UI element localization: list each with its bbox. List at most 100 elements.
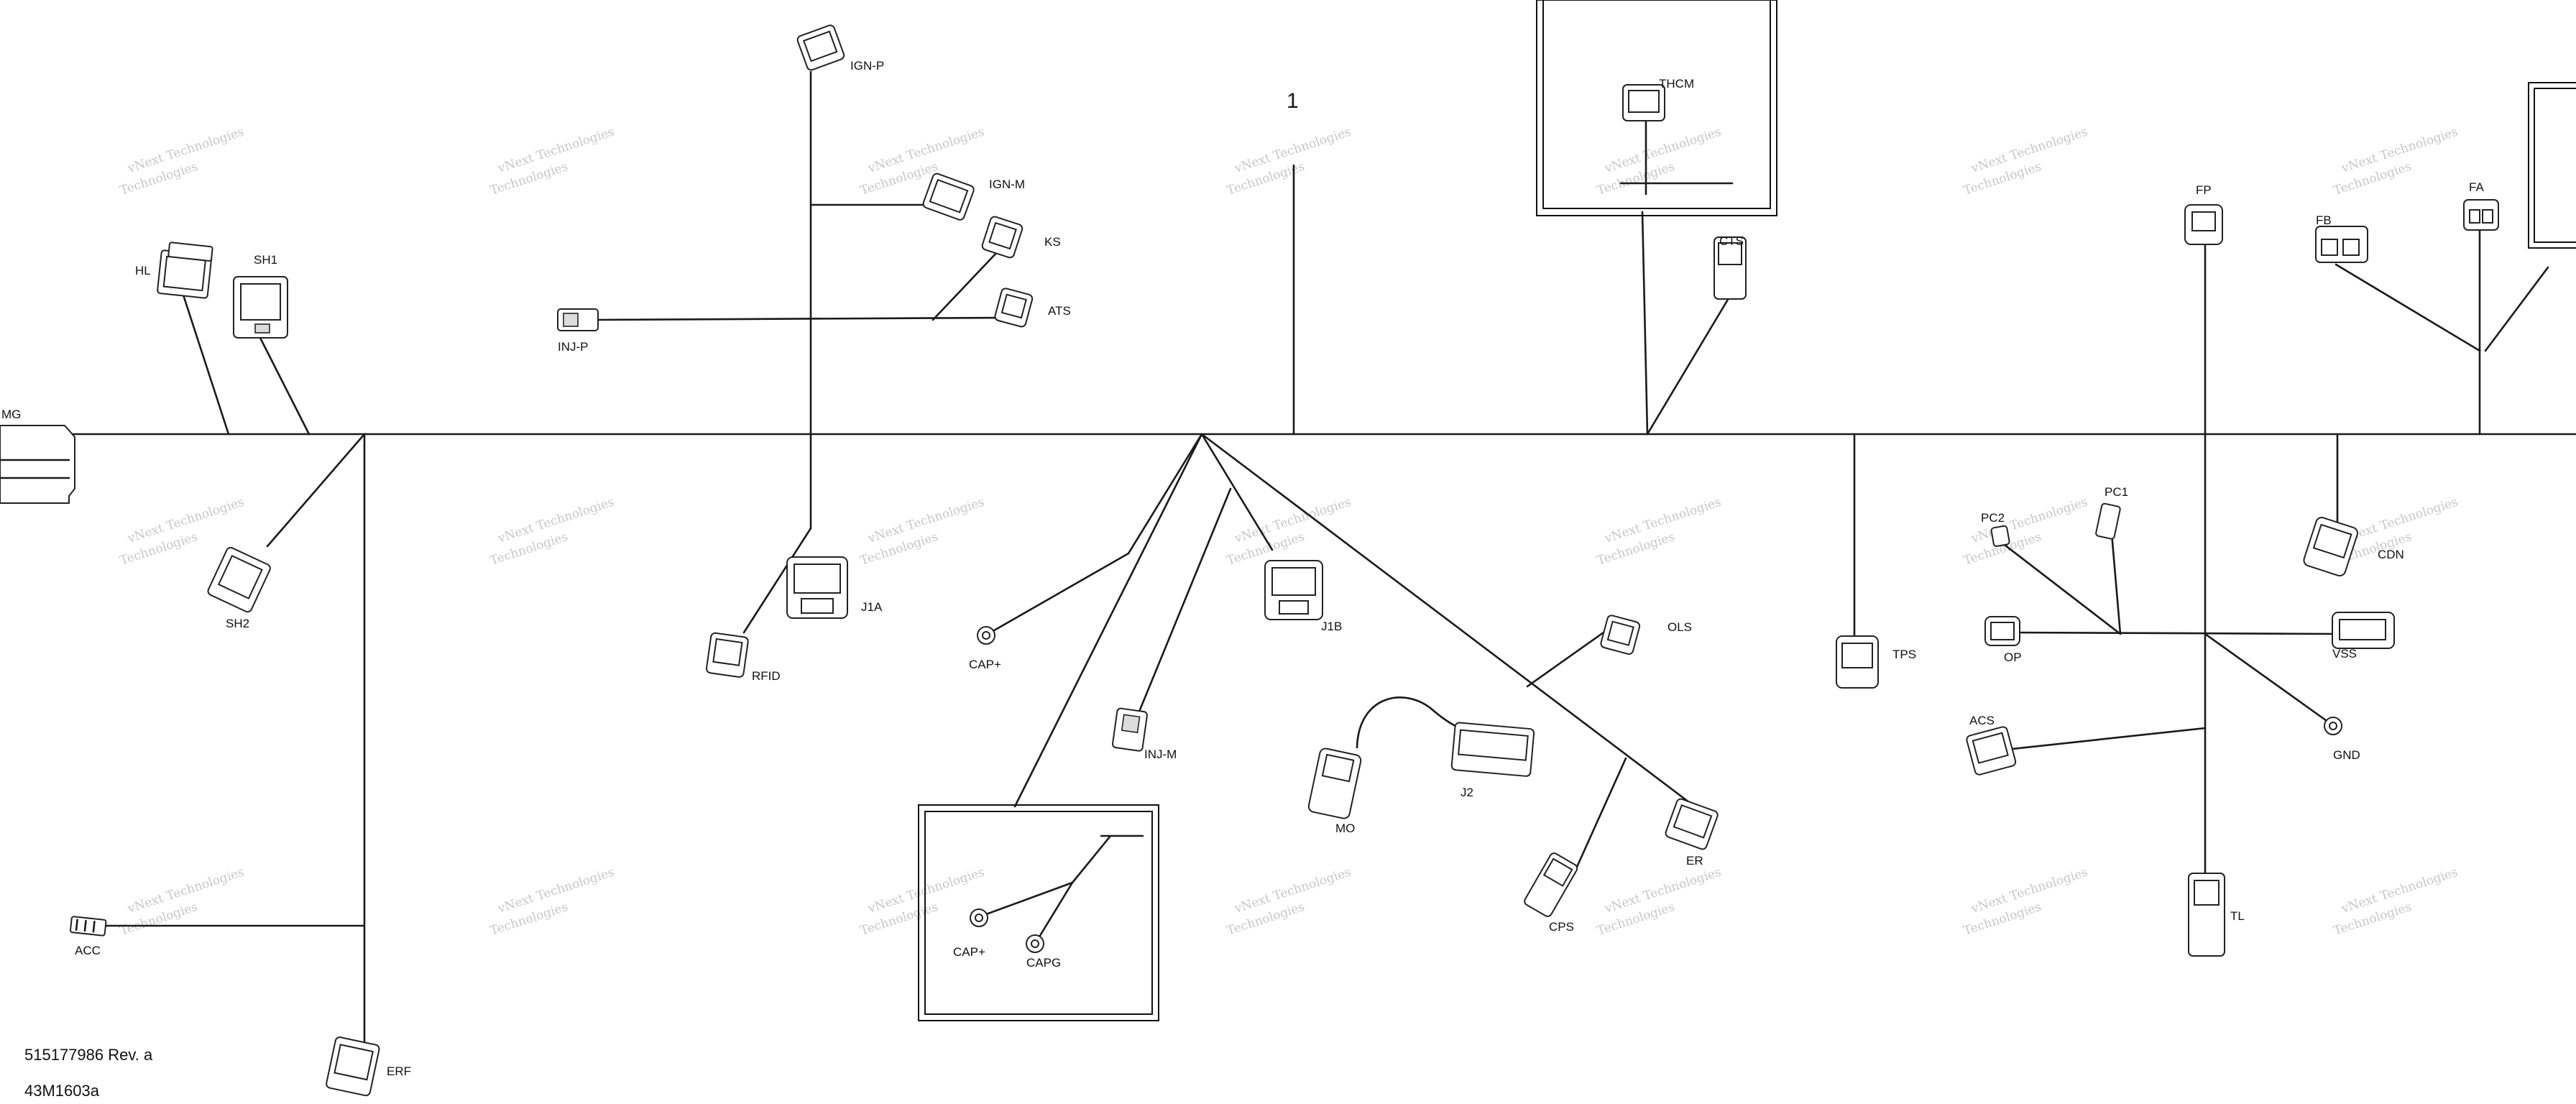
hl-connector bbox=[157, 242, 213, 299]
fa-connector-pin bbox=[2469, 209, 2480, 224]
cap-box-wire bbox=[1071, 834, 1112, 884]
capg-box-wire bbox=[1013, 433, 1203, 808]
gnd-branch-wire bbox=[2204, 632, 2330, 724]
thcm-box-inner bbox=[1542, 0, 1771, 209]
label-gnd: GND bbox=[2333, 748, 2360, 762]
label-ks: KS bbox=[1044, 235, 1061, 249]
inj-p-connector bbox=[557, 308, 599, 331]
pc1-connector bbox=[2095, 502, 2121, 540]
acc-connector bbox=[69, 916, 107, 937]
thcm-connector-face bbox=[1628, 90, 1660, 113]
j1b-connector-face bbox=[1271, 567, 1316, 596]
fb-connector bbox=[2315, 226, 2368, 263]
connectors bbox=[0, 24, 2499, 1097]
erf-connector-face bbox=[334, 1044, 374, 1081]
sh1-connector bbox=[233, 276, 288, 339]
sh1-connector-tab bbox=[254, 323, 270, 334]
mo-connector bbox=[1307, 748, 1362, 819]
cps-connector-face bbox=[1542, 857, 1573, 887]
cap-box-inner bbox=[924, 811, 1153, 1015]
sh2-connector bbox=[207, 546, 271, 613]
cts-connector-face bbox=[1718, 242, 1742, 265]
fp-connector bbox=[2184, 204, 2223, 245]
cap-detail-box bbox=[918, 804, 1159, 1021]
j2-connector-face bbox=[1458, 729, 1529, 761]
watermark: vNext Technologies Technologies bbox=[488, 125, 616, 198]
rfid-connector bbox=[705, 632, 749, 678]
label-ign-m: IGN-M bbox=[989, 178, 1025, 191]
callout-1: 1 bbox=[1287, 89, 1299, 113]
label-cap-plus-box: CAP+ bbox=[953, 945, 985, 959]
ign-p-connector bbox=[796, 24, 845, 71]
right-partial-box bbox=[2528, 82, 2576, 249]
sh2-branch-wire bbox=[266, 433, 366, 548]
acs-connector bbox=[1966, 726, 2017, 776]
tps-connector-face bbox=[1841, 643, 1873, 668]
ign-p-connector-face bbox=[802, 30, 838, 63]
label-sh2: SH2 bbox=[226, 617, 249, 630]
watermark: vNext Technologies Technologies bbox=[1961, 125, 2089, 198]
label-cap-plus: CAP+ bbox=[969, 658, 1001, 671]
right-offpage-wire bbox=[2484, 266, 2549, 352]
pc2-connector-body bbox=[1990, 525, 2010, 547]
fp-connector-face bbox=[2191, 211, 2216, 231]
watermark: vNext Technologies Technologies bbox=[1595, 125, 1723, 198]
cts-connector bbox=[1714, 236, 1747, 300]
label-inj-m: INJ-M bbox=[1144, 748, 1177, 761]
er-branch-wire bbox=[1200, 433, 1708, 817]
watermark: vNext Technologies Technologies bbox=[858, 495, 986, 569]
rfid-connector-face bbox=[712, 638, 743, 666]
watermark: vNext Technologies Technologies bbox=[488, 865, 616, 939]
ign-m-connector-face bbox=[929, 178, 969, 213]
pc1-connector-body bbox=[2095, 502, 2121, 540]
cps-connector-body bbox=[1524, 852, 1578, 917]
j1a-connector-tab bbox=[801, 598, 834, 614]
label-j1b: J1B bbox=[1321, 620, 1342, 633]
label-ign-p: IGN-P bbox=[850, 59, 884, 73]
inj-p-connector-tab bbox=[563, 313, 579, 327]
cap-box-wire-2 bbox=[985, 881, 1074, 916]
label-acc: ACC bbox=[75, 944, 101, 957]
label-fb: FB bbox=[2316, 213, 2332, 227]
j1a-connector bbox=[786, 556, 848, 619]
ats-connector bbox=[994, 288, 1034, 328]
j1b-branch-wire bbox=[1200, 433, 1274, 551]
er-connector-face bbox=[1673, 804, 1713, 839]
cps-connector bbox=[1524, 852, 1578, 917]
label-cps: CPS bbox=[1549, 920, 1574, 934]
fb-connector-pin bbox=[2321, 239, 2338, 256]
vss-connector bbox=[2332, 612, 2395, 649]
watermark: vNext Technologies Technologies bbox=[2332, 865, 2460, 939]
acs-branch-wire bbox=[2004, 727, 2207, 751]
mo-j2-loop-wire bbox=[1356, 696, 1457, 749]
cps-branch-wire bbox=[1573, 757, 1627, 875]
label-pc2: PC2 bbox=[1981, 511, 2005, 525]
right-box-outer bbox=[2528, 82, 2576, 249]
mg-connector-body bbox=[0, 425, 75, 504]
label-tl: TL bbox=[2230, 909, 2245, 923]
sh2-connector-face bbox=[217, 554, 263, 599]
watermark: vNext Technologies Technologies bbox=[488, 495, 616, 569]
er-connector bbox=[1665, 798, 1719, 850]
label-acs: ACS bbox=[1969, 714, 1995, 727]
cap-plus-box-terminal bbox=[970, 908, 988, 927]
tps-connector bbox=[1836, 635, 1879, 689]
fb-connector-pin bbox=[2342, 239, 2360, 256]
label-pc1: PC1 bbox=[2104, 485, 2128, 499]
labels: 1 MG HL SH1 SH2 ACC ERF INJ-P IGN-P IGN-… bbox=[1, 59, 2484, 1100]
label-thcm: THCM bbox=[1659, 77, 1694, 91]
hl-branch-wire bbox=[178, 282, 230, 436]
label-fa: FA bbox=[2469, 180, 2484, 194]
op-connector-face bbox=[1990, 622, 2015, 640]
label-mg: MG bbox=[1, 408, 21, 421]
label-inj-p: INJ-P bbox=[558, 340, 589, 354]
watermark: vNext Technologies Technologies bbox=[2332, 125, 2460, 198]
watermark: vNext Technologies Technologies bbox=[1595, 495, 1723, 569]
label-ols: OLS bbox=[1668, 620, 1692, 634]
watermark: vNext Technologies Technologies bbox=[1595, 865, 1723, 939]
rfid-branch-wire bbox=[742, 527, 812, 634]
ols-branch-wire bbox=[1526, 627, 1610, 688]
label-j1a: J1A bbox=[861, 600, 883, 614]
mg-connector bbox=[0, 425, 75, 504]
